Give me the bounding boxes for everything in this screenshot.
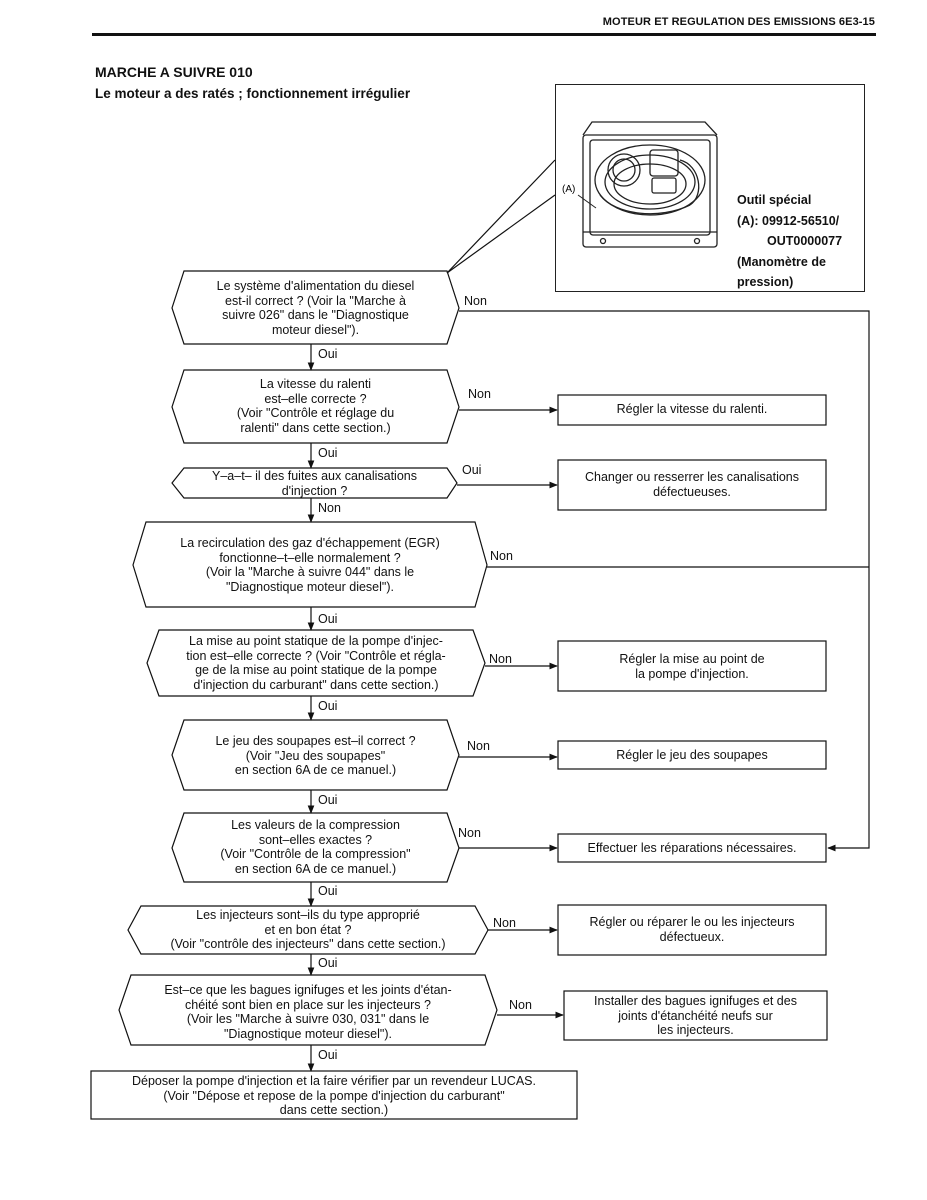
action-text-idle-speed: Régler la vitesse du ralenti. — [616, 402, 768, 416]
yes-label: Oui — [318, 347, 338, 361]
tool-caption-line: OUT0000077 — [767, 234, 843, 248]
decision-diamond-pump-timing — [146, 629, 486, 697]
no-label: Non — [468, 387, 491, 401]
callout-line — [446, 194, 556, 274]
no-label: Non — [490, 549, 513, 563]
header-rule — [92, 33, 876, 36]
yes-label: Oui — [318, 1048, 338, 1062]
decision-text-pump-timing: La mise au point statique de la pompe d'… — [186, 634, 446, 692]
action-box-repairs — [557, 833, 827, 863]
no-label: Non — [467, 739, 490, 753]
tool-marker-label: (A) — [562, 184, 575, 195]
no-label: Non — [493, 916, 516, 930]
yes-label: Oui — [318, 446, 338, 460]
special-tool-caption: Outil spécial (A): 09912-56510/ OUT00000… — [737, 190, 842, 293]
decision-diamond-heat-shields — [118, 974, 498, 1046]
action-text-valve-clearance: Régler le jeu des soupapes — [616, 748, 768, 762]
tool-caption-line: pression) — [737, 275, 794, 289]
decision-text-egr: La recirculation des gaz d'échappement (… — [180, 536, 440, 594]
yes-label: Oui — [318, 699, 338, 713]
action-box-injectors — [557, 904, 827, 956]
no-label: Oui — [462, 463, 482, 477]
action-box-pump-timing — [557, 640, 827, 692]
decision-diamond-egr — [132, 521, 488, 608]
decision-diamond-fuel-system — [171, 270, 460, 345]
callout-line — [446, 159, 556, 274]
decision-text-heat-shields: Est–ce que les bagues ignifuges et les j… — [164, 983, 452, 1041]
decision-diamond-valve-clearance — [171, 719, 460, 791]
action-box-valve-clearance — [557, 740, 827, 770]
final-action-text: Déposer la pompe d'injection et la faire… — [132, 1074, 536, 1117]
no-label: Non — [489, 652, 512, 666]
tool-caption-line: Outil spécial — [737, 193, 812, 207]
no-connector-fuel-to-repairs — [459, 310, 870, 852]
decision-diamond-injection-leaks — [171, 467, 458, 499]
no-label: Non — [458, 826, 481, 840]
decision-diamond-compression — [171, 812, 460, 883]
procedure-subtitle: Le moteur a des ratés ; fonctionnement i… — [95, 86, 411, 101]
action-box-heat-shields — [563, 990, 828, 1041]
yes-label: Oui — [318, 793, 338, 807]
special-tool-frame — [555, 84, 865, 292]
action-text-repairs: Effectuer les réparations nécessaires. — [587, 841, 797, 855]
action-box-injection-lines — [557, 459, 827, 511]
tool-caption-line: (Manomètre de — [737, 254, 826, 269]
final-action-box — [90, 1070, 578, 1120]
decision-diamond-idle-speed — [171, 369, 460, 444]
procedure-title: MARCHE A SUIVRE 010 — [95, 64, 253, 80]
yes-label: Oui — [318, 612, 338, 626]
decision-diamond-injectors — [127, 905, 489, 955]
decision-text-valve-clearance: Le jeu des soupapes est–il correct ?(Voi… — [215, 734, 416, 777]
page-header: MOTEUR ET REGULATION DES EMISSIONS 6E3-1… — [602, 16, 875, 28]
action-box-idle-speed — [557, 394, 827, 426]
no-label: Non — [464, 294, 487, 308]
yes-label: Oui — [318, 884, 338, 898]
yes-label: Oui — [318, 956, 338, 970]
no-label: Non — [509, 998, 532, 1012]
yes-label: Non — [318, 501, 341, 515]
decision-text-injectors: Les injecteurs sont–ils du type appropri… — [170, 908, 446, 951]
tool-caption-line: (A): 09912-56510/ — [737, 213, 840, 228]
